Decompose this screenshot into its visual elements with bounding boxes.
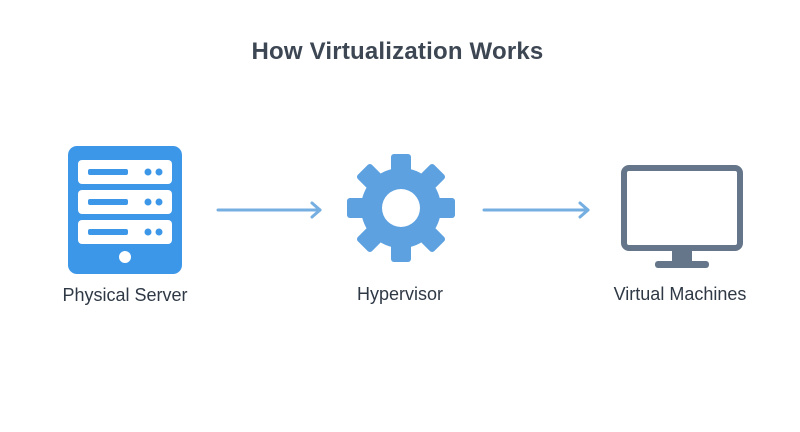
gear-icon: [345, 152, 457, 269]
server-icon: [68, 146, 182, 279]
arrow-right-icon: [482, 199, 594, 226]
monitor-icon: [621, 165, 743, 276]
physical-server-label: Physical Server: [62, 285, 188, 305]
hypervisor-label: Hypervisor: [356, 284, 444, 304]
arrow-right-icon: [216, 199, 326, 226]
diagram-title: How Virtualization Works: [251, 38, 544, 65]
virtual-machines-label: Virtual Machines: [613, 284, 747, 304]
